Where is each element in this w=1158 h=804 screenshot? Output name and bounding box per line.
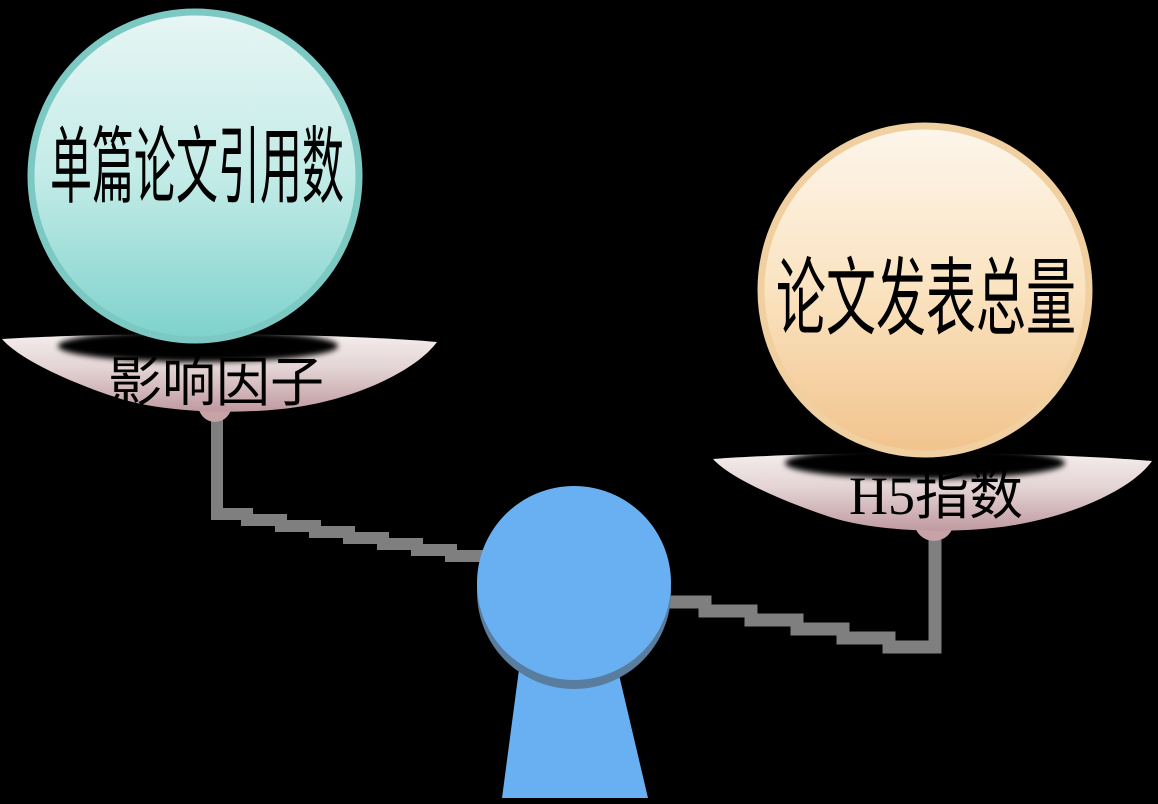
fulcrum-figure	[477, 486, 671, 798]
left-sphere-shadow	[58, 330, 338, 362]
left-sphere	[27, 8, 363, 344]
left-sphere-label: 单篇论文引用数	[50, 123, 344, 215]
right-sphere	[757, 122, 1093, 458]
figure-head	[477, 486, 671, 680]
right-sphere-label: 论文发表总量	[776, 254, 1076, 348]
figure-body	[502, 662, 648, 798]
left-pan-label: 影响因子	[108, 353, 324, 413]
right-connector-line	[660, 540, 942, 654]
left-connector-line	[211, 400, 500, 562]
right-sphere-shadow	[785, 447, 1065, 479]
right-pan-label: H5指数	[849, 466, 1023, 526]
